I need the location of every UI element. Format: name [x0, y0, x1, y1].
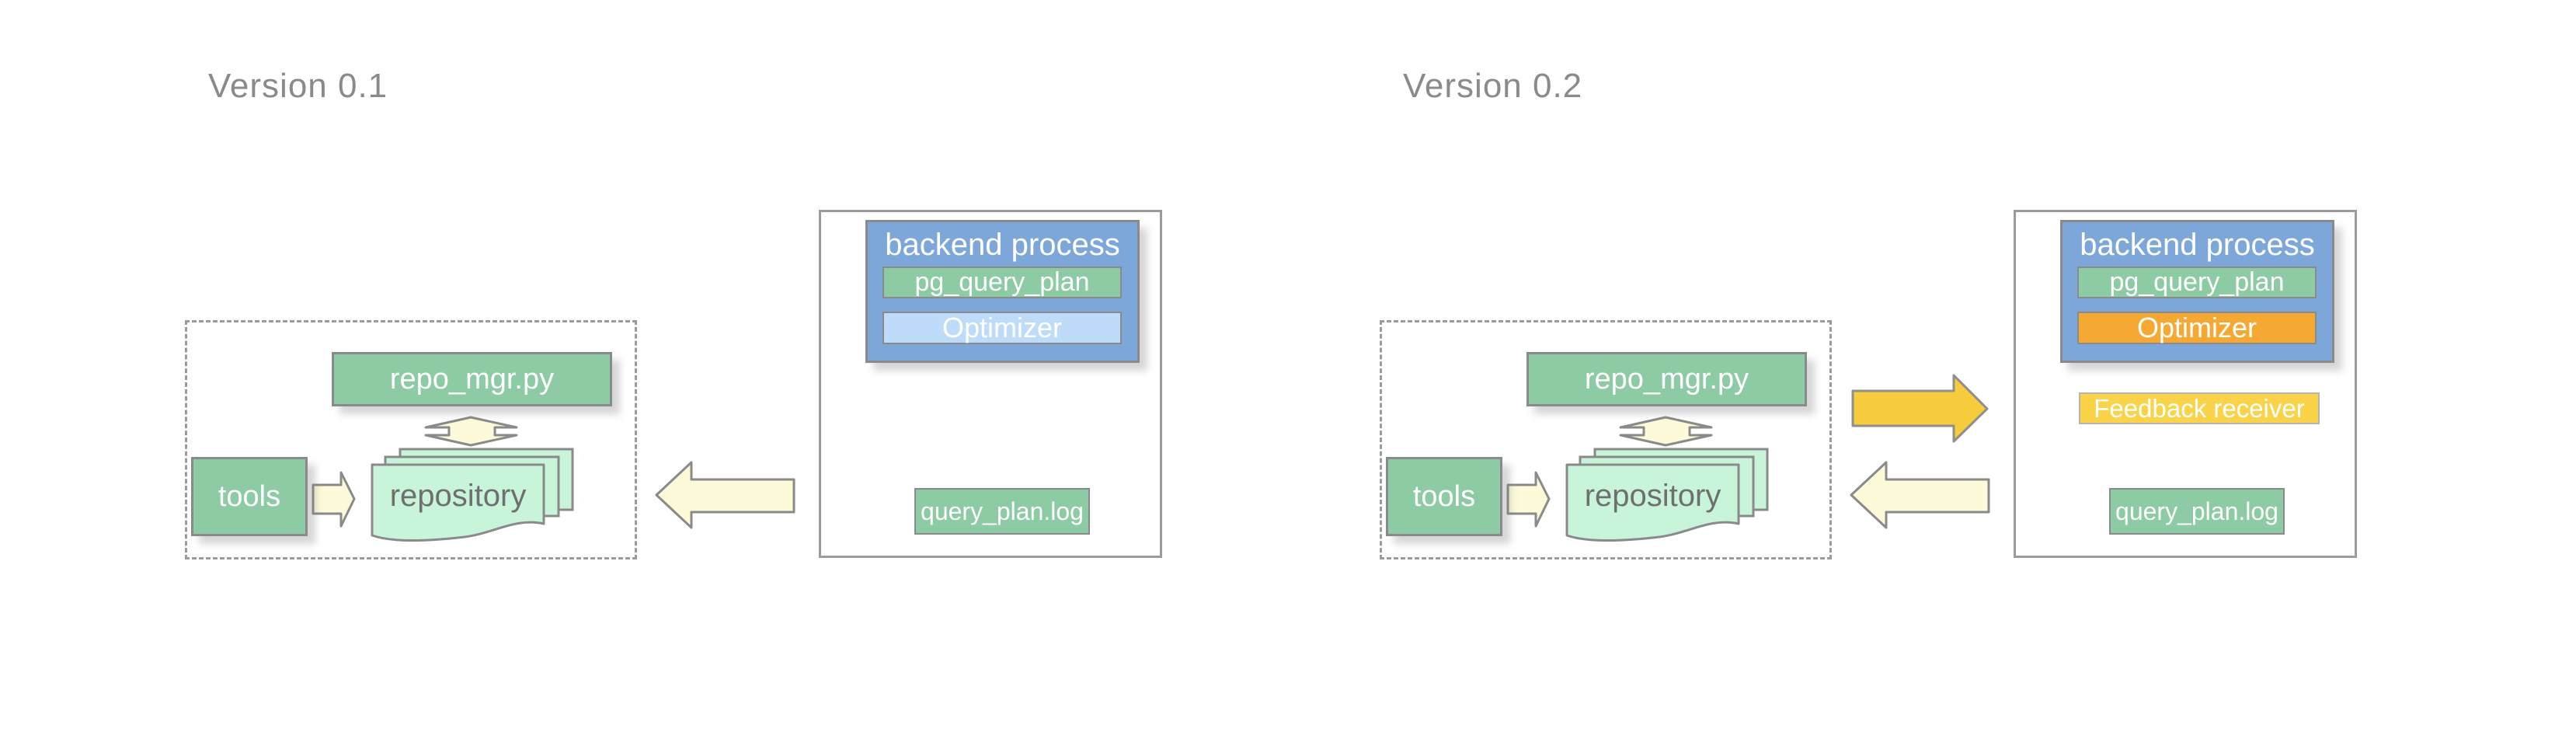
repository-to-backend-arrow-icon: [1851, 374, 1989, 443]
tools-group-dotted-box: [1380, 320, 1832, 559]
tools-box: tools: [191, 457, 308, 536]
double-vertical-arrow-icon: [424, 416, 518, 447]
query-plan-log-box: query_plan.log: [914, 488, 1090, 535]
backend-to-repository-arrow-icon: [655, 461, 795, 529]
diagram-version-0-2: Version 0.2 repo_mgr.py tools repository: [1195, 0, 2390, 732]
diagram-title: Version 0.1: [208, 67, 388, 105]
diagram-version-0-1: Version 0.1 repo_mgr.py tools repository…: [0, 0, 1195, 732]
pg-query-plan-box: pg_query_plan: [882, 267, 1122, 298]
repo-mgr-box: repo_mgr.py: [1526, 352, 1807, 406]
optimizer-box: Optimizer: [882, 312, 1122, 344]
tools-to-repository-arrow-icon: [1506, 471, 1551, 528]
double-vertical-arrow-icon: [1619, 416, 1713, 447]
query-plan-log-box: query_plan.log: [2109, 488, 2285, 535]
repository-label: repository: [1584, 478, 1721, 513]
repo-mgr-box: repo_mgr.py: [332, 352, 612, 406]
repository-label: repository: [389, 478, 527, 513]
diagram-title: Version 0.2: [1403, 67, 1583, 105]
pg-query-plan-box: pg_query_plan: [2077, 267, 2317, 298]
repository-doc-front: [371, 463, 545, 542]
tools-group-dotted-box: [185, 320, 637, 559]
backend-process-label: backend process: [885, 227, 1120, 262]
backend-to-repository-arrow-icon: [1850, 461, 1990, 529]
repository-doc-front: [1565, 463, 1740, 542]
optimizer-box: Optimizer: [2077, 312, 2317, 344]
feedback-receiver-box: Feedback receiver: [2079, 392, 2320, 424]
tools-box: tools: [1386, 457, 1502, 536]
backend-process-label: backend process: [2080, 227, 2315, 262]
tools-to-repository-arrow-icon: [312, 471, 356, 528]
